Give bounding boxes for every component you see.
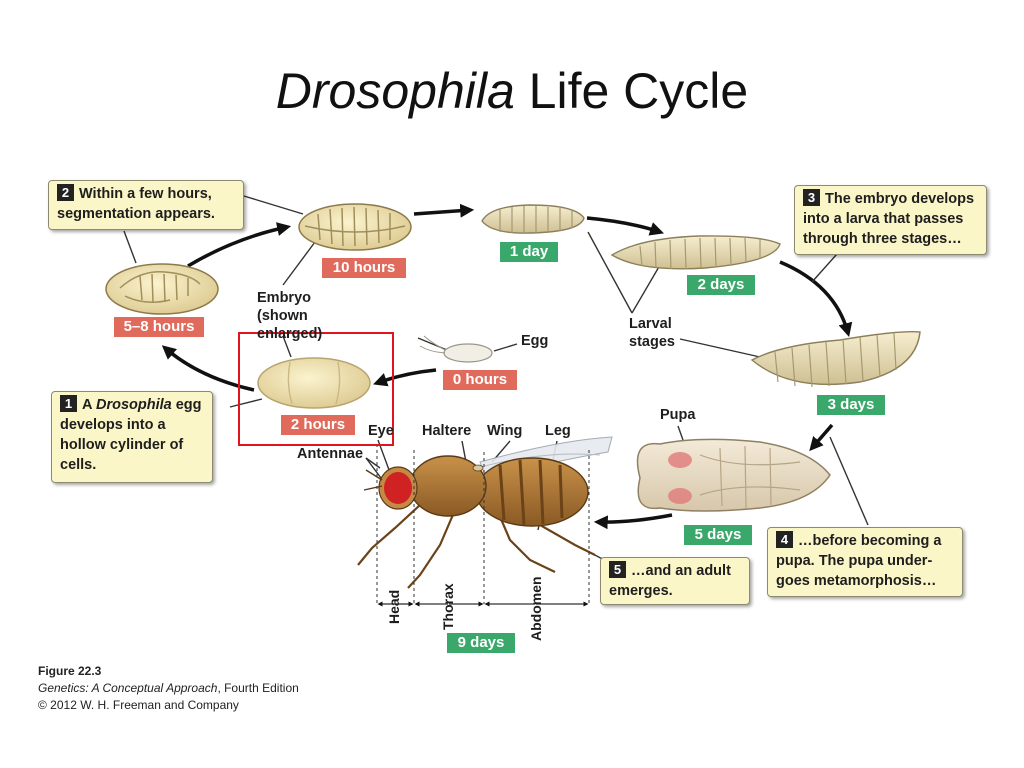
time-tag-0-hours: 0 hours [443, 370, 517, 390]
pupa [636, 438, 831, 512]
time-tag-1-day: 1 day [500, 242, 558, 262]
embryo-5-8-hours [105, 263, 219, 315]
figure-copyright: © 2012 W. H. Freeman and Company [38, 698, 239, 712]
time-tag-2-days: 2 days [687, 275, 755, 295]
step-number: 2 [57, 184, 74, 201]
callout-step-4: 4…before becoming a pupa. The pupa under… [767, 527, 963, 597]
label-pupa: Pupa [660, 407, 696, 423]
label-thorax: Thorax [440, 583, 456, 630]
time-tag-5-days: 5 days [684, 525, 752, 545]
page-title: Drosophila Life Cycle [275, 63, 749, 119]
label-egg: Egg [521, 333, 549, 349]
label-head: Head [386, 589, 402, 624]
step-number: 4 [776, 531, 793, 548]
egg [419, 335, 493, 363]
label-wing: Wing [487, 423, 523, 439]
label-abdomen: Abdomen [528, 576, 544, 641]
embryo-10-hours [298, 203, 412, 251]
larva-1-day [481, 204, 585, 234]
time-tag-5-8-hours: 5–8 hours [114, 317, 204, 337]
step-number: 5 [609, 561, 626, 578]
step-number: 1 [60, 395, 77, 412]
label-antennae: Antennae [297, 446, 364, 462]
adult-fly [357, 436, 613, 589]
time-tag-2-hours: 2 hours [281, 415, 355, 435]
callout-step-5: 5…and an adult emerges. [600, 557, 750, 605]
figure-number: Figure 22.3 [38, 664, 102, 678]
label-eye: Eye [368, 423, 394, 439]
larva-2-days [610, 235, 781, 270]
cycle-arrows [161, 203, 853, 530]
time-tag-9-days: 9 days [447, 633, 515, 653]
body-part-markers [376, 444, 590, 604]
embryo-enlarged [257, 357, 371, 409]
larva-3-days [750, 331, 921, 388]
time-tag-3-days: 3 days [817, 395, 885, 415]
figure-source: Genetics: A Conceptual Approach, Fourth … [38, 681, 299, 695]
step-number: 3 [803, 189, 820, 206]
label-haltere: Haltere [422, 423, 472, 439]
time-tag-10-hours: 10 hours [322, 258, 406, 278]
label-leg: Leg [545, 423, 571, 439]
figure-caption: Figure 22.3 Genetics: A Conceptual Appro… [38, 663, 299, 714]
highlight-box [238, 332, 394, 446]
